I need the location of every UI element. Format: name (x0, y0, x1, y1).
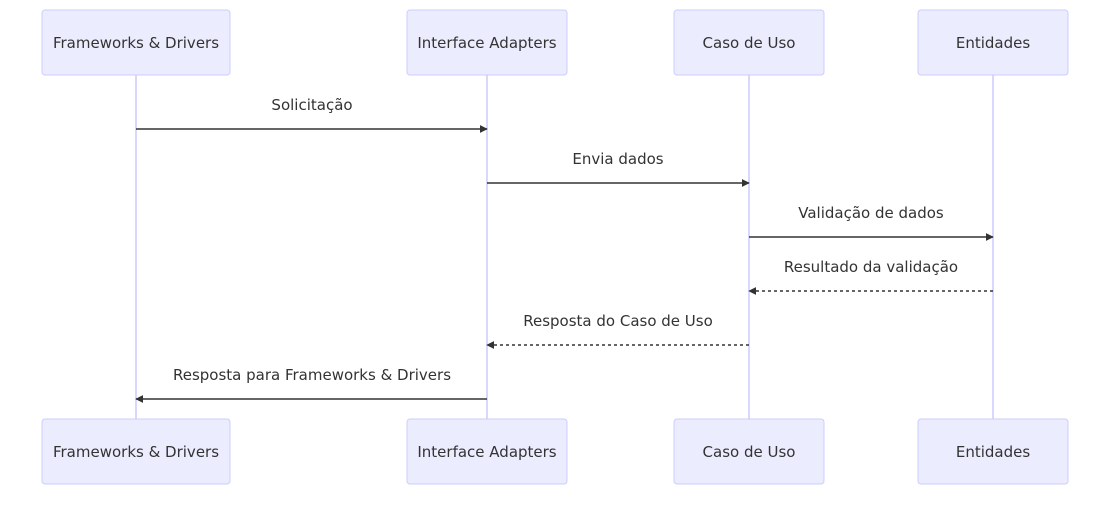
message-label: Solicitação (271, 96, 352, 114)
actor-top-interface-adapters: Interface Adapters (406, 9, 568, 76)
actor-label: Interface Adapters (417, 443, 556, 461)
actor-label: Caso de Uso (703, 443, 796, 461)
actor-label: Interface Adapters (417, 34, 556, 52)
actor-bottom-entidades: Entidades (917, 418, 1069, 485)
actor-label: Frameworks & Drivers (53, 34, 219, 52)
message-label: Resposta para Frameworks & Drivers (173, 366, 451, 384)
message-resultado-da-validacao: Resultado da validação (748, 258, 993, 295)
actor-label: Entidades (956, 443, 1030, 461)
message-resposta-para-frameworks-drivers: Resposta para Frameworks & Drivers (135, 366, 487, 403)
message-label: Validação de dados (798, 204, 944, 222)
actor-bottom-frameworks-drivers: Frameworks & Drivers (41, 418, 231, 485)
message-label: Envia dados (572, 150, 663, 168)
actor-top-caso-de-uso: Caso de Uso (673, 9, 825, 76)
message-solicitacao: Solicitação (136, 96, 488, 133)
actor-bottom-interface-adapters: Interface Adapters (406, 418, 568, 485)
message-validacao-de-dados: Validação de dados (749, 204, 994, 241)
message-label: Resposta do Caso de Uso (523, 312, 713, 330)
actor-label: Frameworks & Drivers (53, 443, 219, 461)
actor-top-frameworks-drivers: Frameworks & Drivers (41, 9, 231, 76)
message-envia-dados: Envia dados (487, 150, 750, 187)
actor-top-entidades: Entidades (917, 9, 1069, 76)
actor-label: Caso de Uso (703, 34, 796, 52)
message-label: Resultado da validação (784, 258, 958, 276)
actor-label: Entidades (956, 34, 1030, 52)
actor-bottom-caso-de-uso: Caso de Uso (673, 418, 825, 485)
message-resposta-do-caso-de-uso: Resposta do Caso de Uso (486, 312, 749, 349)
